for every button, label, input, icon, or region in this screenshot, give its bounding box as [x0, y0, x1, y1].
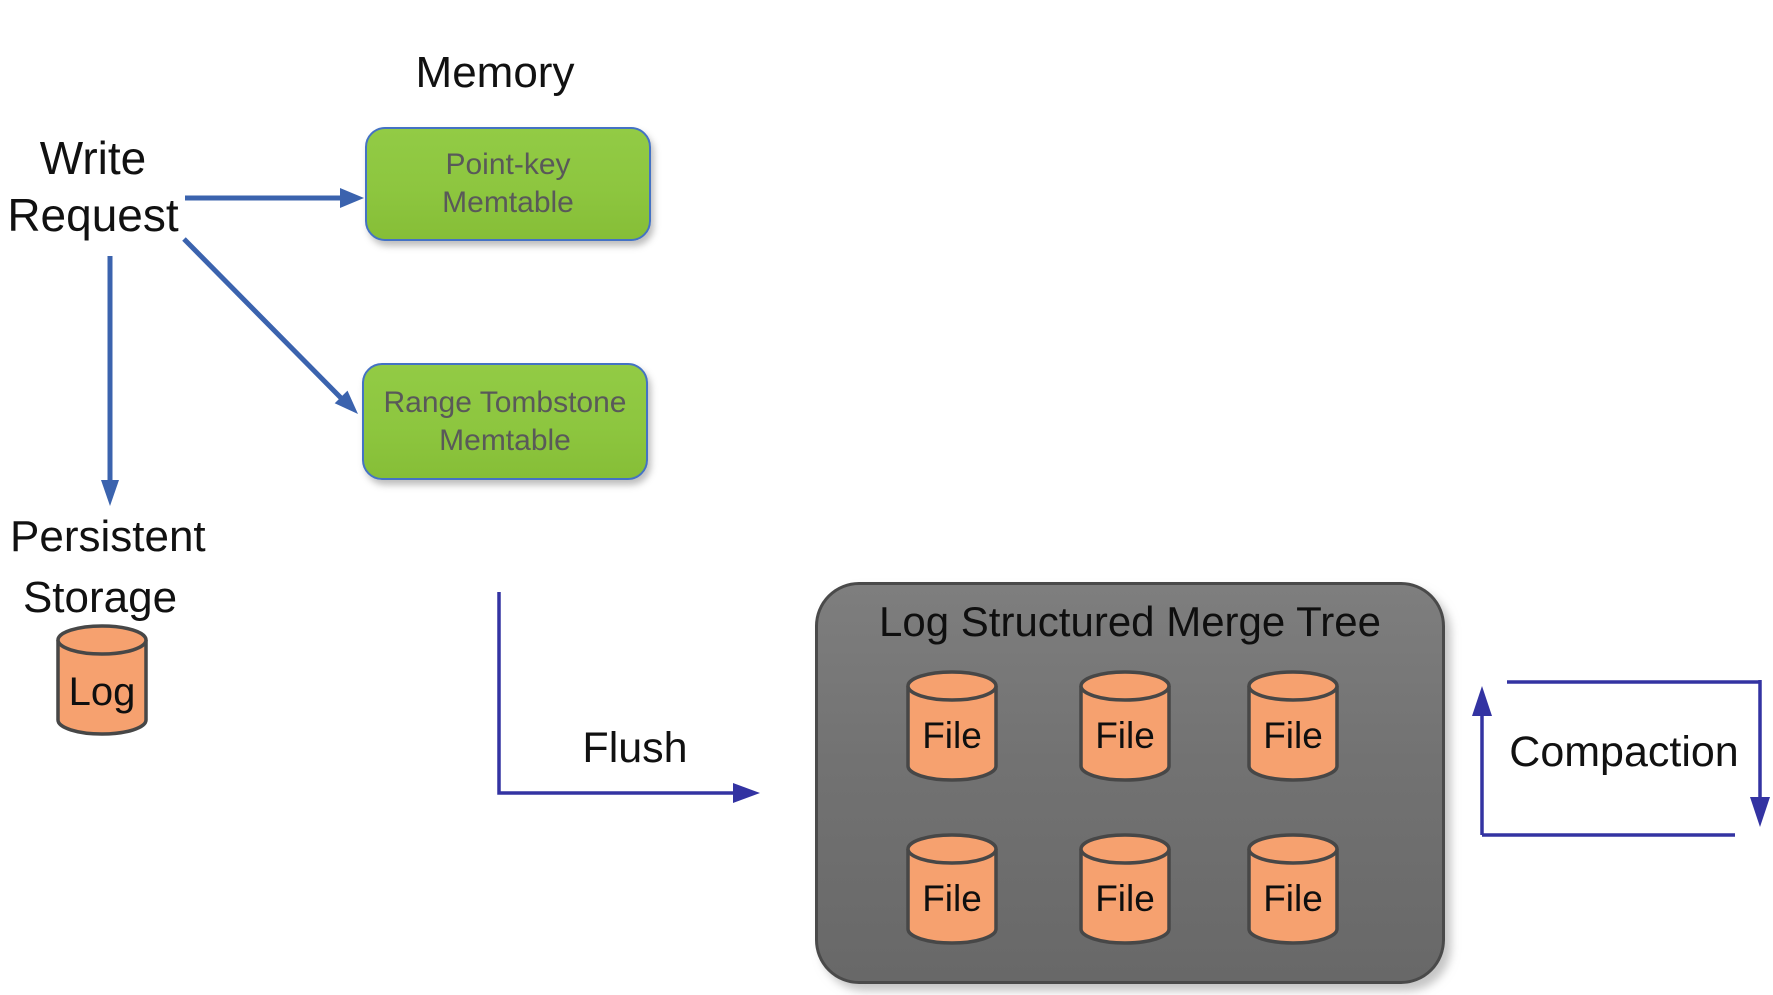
- flush-arrow-label: Flush: [582, 724, 688, 772]
- log-cylinder-icon: Log: [56, 624, 148, 736]
- write-request-line1: Write: [39, 132, 147, 184]
- lsm-tree-title: Log Structured Merge Tree: [879, 598, 1381, 645]
- file-label: File: [1263, 878, 1323, 919]
- file-cylinder-icon: File: [1079, 833, 1171, 945]
- file-label: File: [922, 878, 982, 919]
- point-key-memtable-line1: Point-key: [445, 148, 571, 181]
- file-label: File: [922, 715, 982, 756]
- point-key-memtable-line2: Memtable: [442, 186, 574, 219]
- memory-section-title: Memory: [415, 48, 575, 97]
- write-request-line2: Request: [7, 189, 179, 241]
- range-tombstone-memtable-line1: Range Tombstone: [383, 385, 627, 419]
- persistent-storage-line1: Persistent: [10, 512, 206, 561]
- file-cylinder-icon: File: [906, 670, 998, 782]
- file-cylinder-icon: File: [1247, 670, 1339, 782]
- compaction-arrow-label: Compaction: [1509, 728, 1739, 776]
- file-cylinder-icon: File: [1079, 670, 1171, 782]
- file-label: File: [1095, 715, 1155, 756]
- point-key-memtable-box: Point-key Memtable: [365, 127, 651, 241]
- log-label: Log: [69, 670, 136, 714]
- write-to-pointkey-arrow: [185, 188, 364, 208]
- compaction-down-arrow: [1750, 680, 1770, 827]
- lsm-tree-container: Log Structured Merge Tree File File File…: [815, 582, 1445, 984]
- range-tombstone-memtable-line2: Memtable: [439, 423, 571, 457]
- file-cylinder-icon: File: [1247, 833, 1339, 945]
- write-to-rangetombstone-arrow: [182, 237, 358, 414]
- range-tombstone-memtable-box: Range Tombstone Memtable: [362, 363, 648, 480]
- persistent-storage-label: Persistent Storage: [10, 506, 206, 628]
- file-label: File: [1263, 715, 1323, 756]
- write-request-label: Write Request: [0, 130, 186, 244]
- write-to-log-arrow: [101, 256, 119, 506]
- file-cylinder-icon: File: [906, 833, 998, 945]
- compaction-up-arrow: [1472, 686, 1492, 835]
- persistent-storage-line2: Storage: [22, 573, 178, 622]
- file-label: File: [1095, 878, 1155, 919]
